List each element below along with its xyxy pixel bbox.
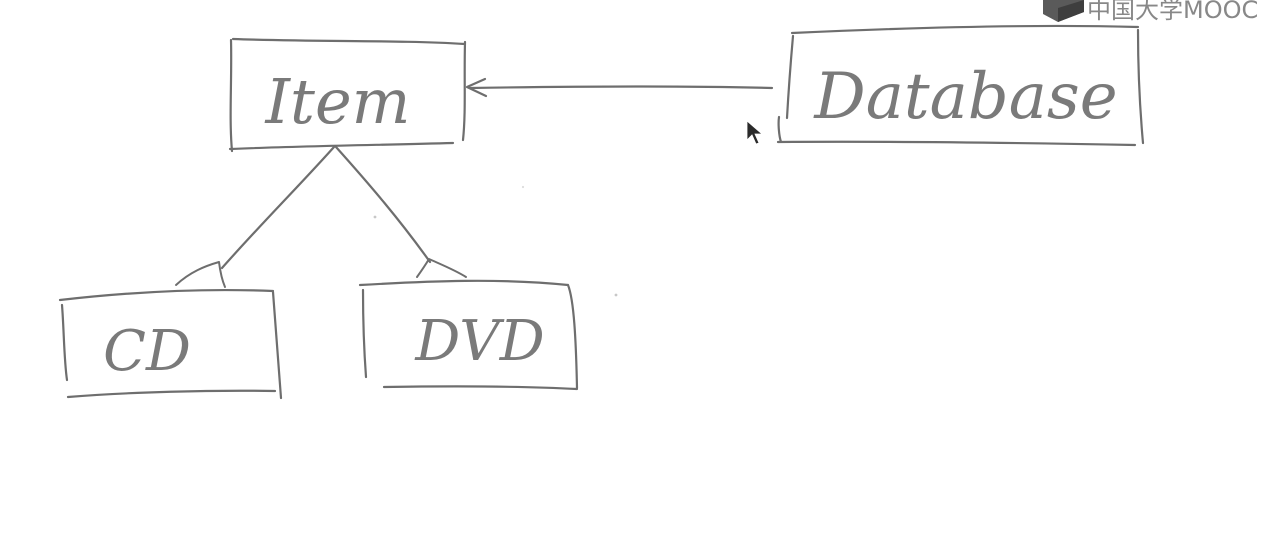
cd-box: CD	[58, 288, 283, 400]
inheritance-cd-triangle-icon	[175, 261, 226, 288]
cd-box-outline	[58, 288, 283, 400]
cd-label: CD	[103, 319, 191, 384]
mouse-cursor-icon	[746, 120, 764, 145]
arrowhead-icon	[465, 77, 488, 98]
item-box-outline	[228, 37, 467, 153]
dvd-box: DVD	[358, 279, 579, 391]
database-label: Database	[813, 60, 1117, 134]
stray-marks	[373, 185, 618, 297]
database-box: Database	[776, 24, 1145, 147]
item-label: Item	[265, 65, 411, 138]
association-line	[468, 85, 774, 90]
inheritance-cd	[175, 145, 336, 288]
database-box-outline	[776, 24, 1145, 147]
dvd-box-outline	[358, 279, 579, 391]
stray-dot	[614, 293, 618, 297]
mooc-logo-icon-face	[1058, 0, 1084, 22]
inheritance-dvd-line	[334, 145, 432, 264]
item-box: Item	[228, 37, 467, 153]
stray-dot	[521, 185, 525, 189]
mooc-watermark: 中国大学MOOC	[1043, 0, 1258, 24]
inheritance-dvd	[334, 145, 467, 278]
stray-dot	[373, 215, 377, 219]
watermark-text: 中国大学MOOC	[1087, 0, 1258, 24]
inheritance-dvd-triangle-icon	[416, 258, 467, 278]
association-arrow	[465, 77, 774, 98]
dvd-label: DVD	[414, 309, 544, 374]
inheritance-cd-line	[220, 145, 336, 270]
